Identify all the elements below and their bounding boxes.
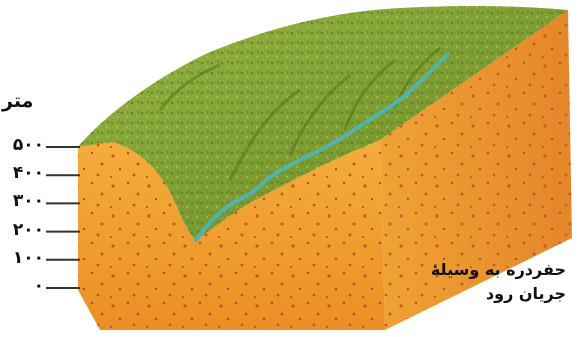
scale-tick-label: ۳۰۰ [13, 191, 44, 211]
scale-tick-label: ۲۰۰ [13, 220, 44, 240]
scale-tick-label: ۱۰۰ [13, 248, 44, 268]
scale-tick-label: ۵۰۰ [13, 135, 44, 155]
scale-tick-label: ۰ [34, 276, 44, 296]
caption-line-1: حفردره به وسیلهٔ [431, 258, 566, 282]
scale-ticks [46, 147, 80, 288]
scale-unit-label: متر [2, 90, 33, 112]
diagram-caption: حفردره به وسیلهٔ جریان رود [431, 258, 566, 306]
caption-line-2: جریان رود [431, 282, 566, 306]
scale-tick-label: ۴۰۰ [13, 163, 44, 183]
